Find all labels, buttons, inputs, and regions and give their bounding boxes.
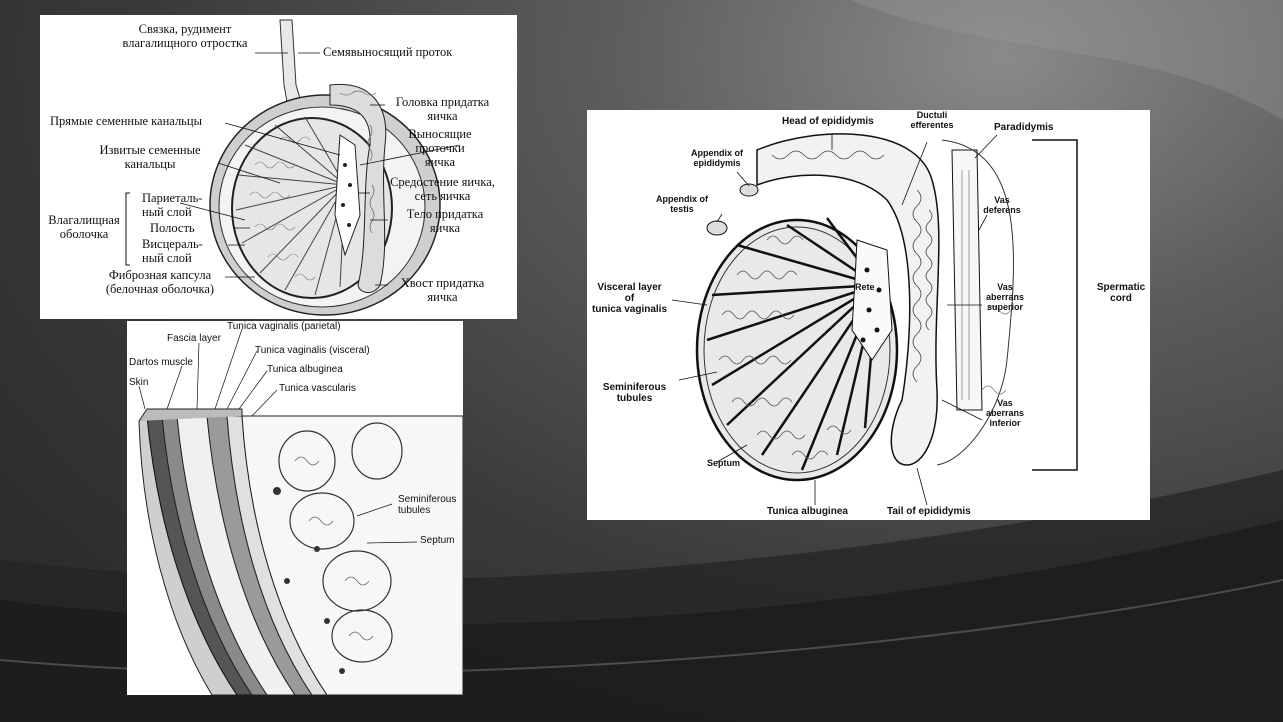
ligament-label: Связка, рудимент влагалищного отростка [110, 22, 260, 50]
fibrous-capsule-label: Фиброзная капсула (белочная оболочка) [95, 268, 225, 296]
tail-epididymis-label: Хвост придатка яичка [385, 276, 500, 304]
seminiferous-tubules-label: Seminiferous tubules [398, 494, 456, 516]
convoluted-tubules-label: Извитые семенные канальцы [80, 143, 220, 171]
vas-aberrans-inferior-label: Vas aberrans inferior [980, 398, 1030, 428]
tunica-parietal-label: Tunica vaginalis (parietal) [227, 321, 341, 332]
english-testis-diagram: Head of epididymis Ductuli efferentes Pa… [587, 110, 1150, 520]
russian-testis-diagram: Связка, рудимент влагалищного отростка С… [40, 15, 517, 319]
vas-deferens-label: Vas deferens [977, 195, 1027, 215]
appendix-of-testis-label: Appendix of testis [642, 194, 722, 214]
vas-aberrans-superior-label: Vas aberrans superior [980, 282, 1030, 312]
tunica-vascularis-label: Tunica vascularis [279, 383, 356, 394]
tail-of-epididymis-label: Tail of epididymis [887, 506, 971, 517]
cavity-label: Полость [150, 221, 195, 235]
straight-tubules-label: Прямые семенные канальцы [50, 114, 202, 128]
tunica-visceral-label: Tunica vaginalis (visceral) [255, 345, 370, 356]
body-epididymis-label: Тело придатка яичка [390, 207, 500, 235]
visceral-layer-label: Visceral layer of tunica vaginalis [587, 282, 672, 316]
vas-deferens-label: Семявыносящий проток [323, 45, 452, 59]
paradidymis-label: Paradidymis [994, 122, 1053, 133]
skin-label: Skin [129, 377, 148, 388]
ductuli-efferentes-label: Ductuli efferentes [897, 110, 967, 130]
seminiferous-tubules-label: Seminiferous tubules [592, 382, 677, 404]
dartos-muscle-label: Dartos muscle [129, 357, 193, 368]
efferent-ducts-label: Выносящие проточки яичка [400, 127, 480, 169]
parietal-layer-label: Париеталь- ный слой [142, 191, 202, 219]
septum-label: Septum [420, 535, 454, 546]
tunica-albuginea-label: Tunica albuginea [767, 506, 848, 517]
rete-label: Rete [855, 282, 875, 292]
fascia-layer-label: Fascia layer [167, 333, 221, 344]
head-of-epididymis-label: Head of epididymis [782, 116, 874, 127]
appendix-of-epididymis-label: Appendix of epididymis [682, 148, 752, 168]
tunica-albuginea-label: Tunica albuginea [267, 364, 343, 375]
mediastinum-label: Средостение яичка, сеть яичка [370, 175, 515, 203]
layers-diagram: Tunica vaginalis (parietal) Fascia layer… [127, 321, 463, 695]
septum-label: Septum [707, 458, 740, 468]
head-epididymis-label: Головка придатка яичка [385, 95, 500, 123]
visceral-layer-label: Висцераль- ный слой [142, 237, 203, 265]
spermatic-cord-label: Spermatic cord [1092, 282, 1150, 304]
vaginal-tunic-label: Влагалищная оболочка [44, 213, 124, 241]
